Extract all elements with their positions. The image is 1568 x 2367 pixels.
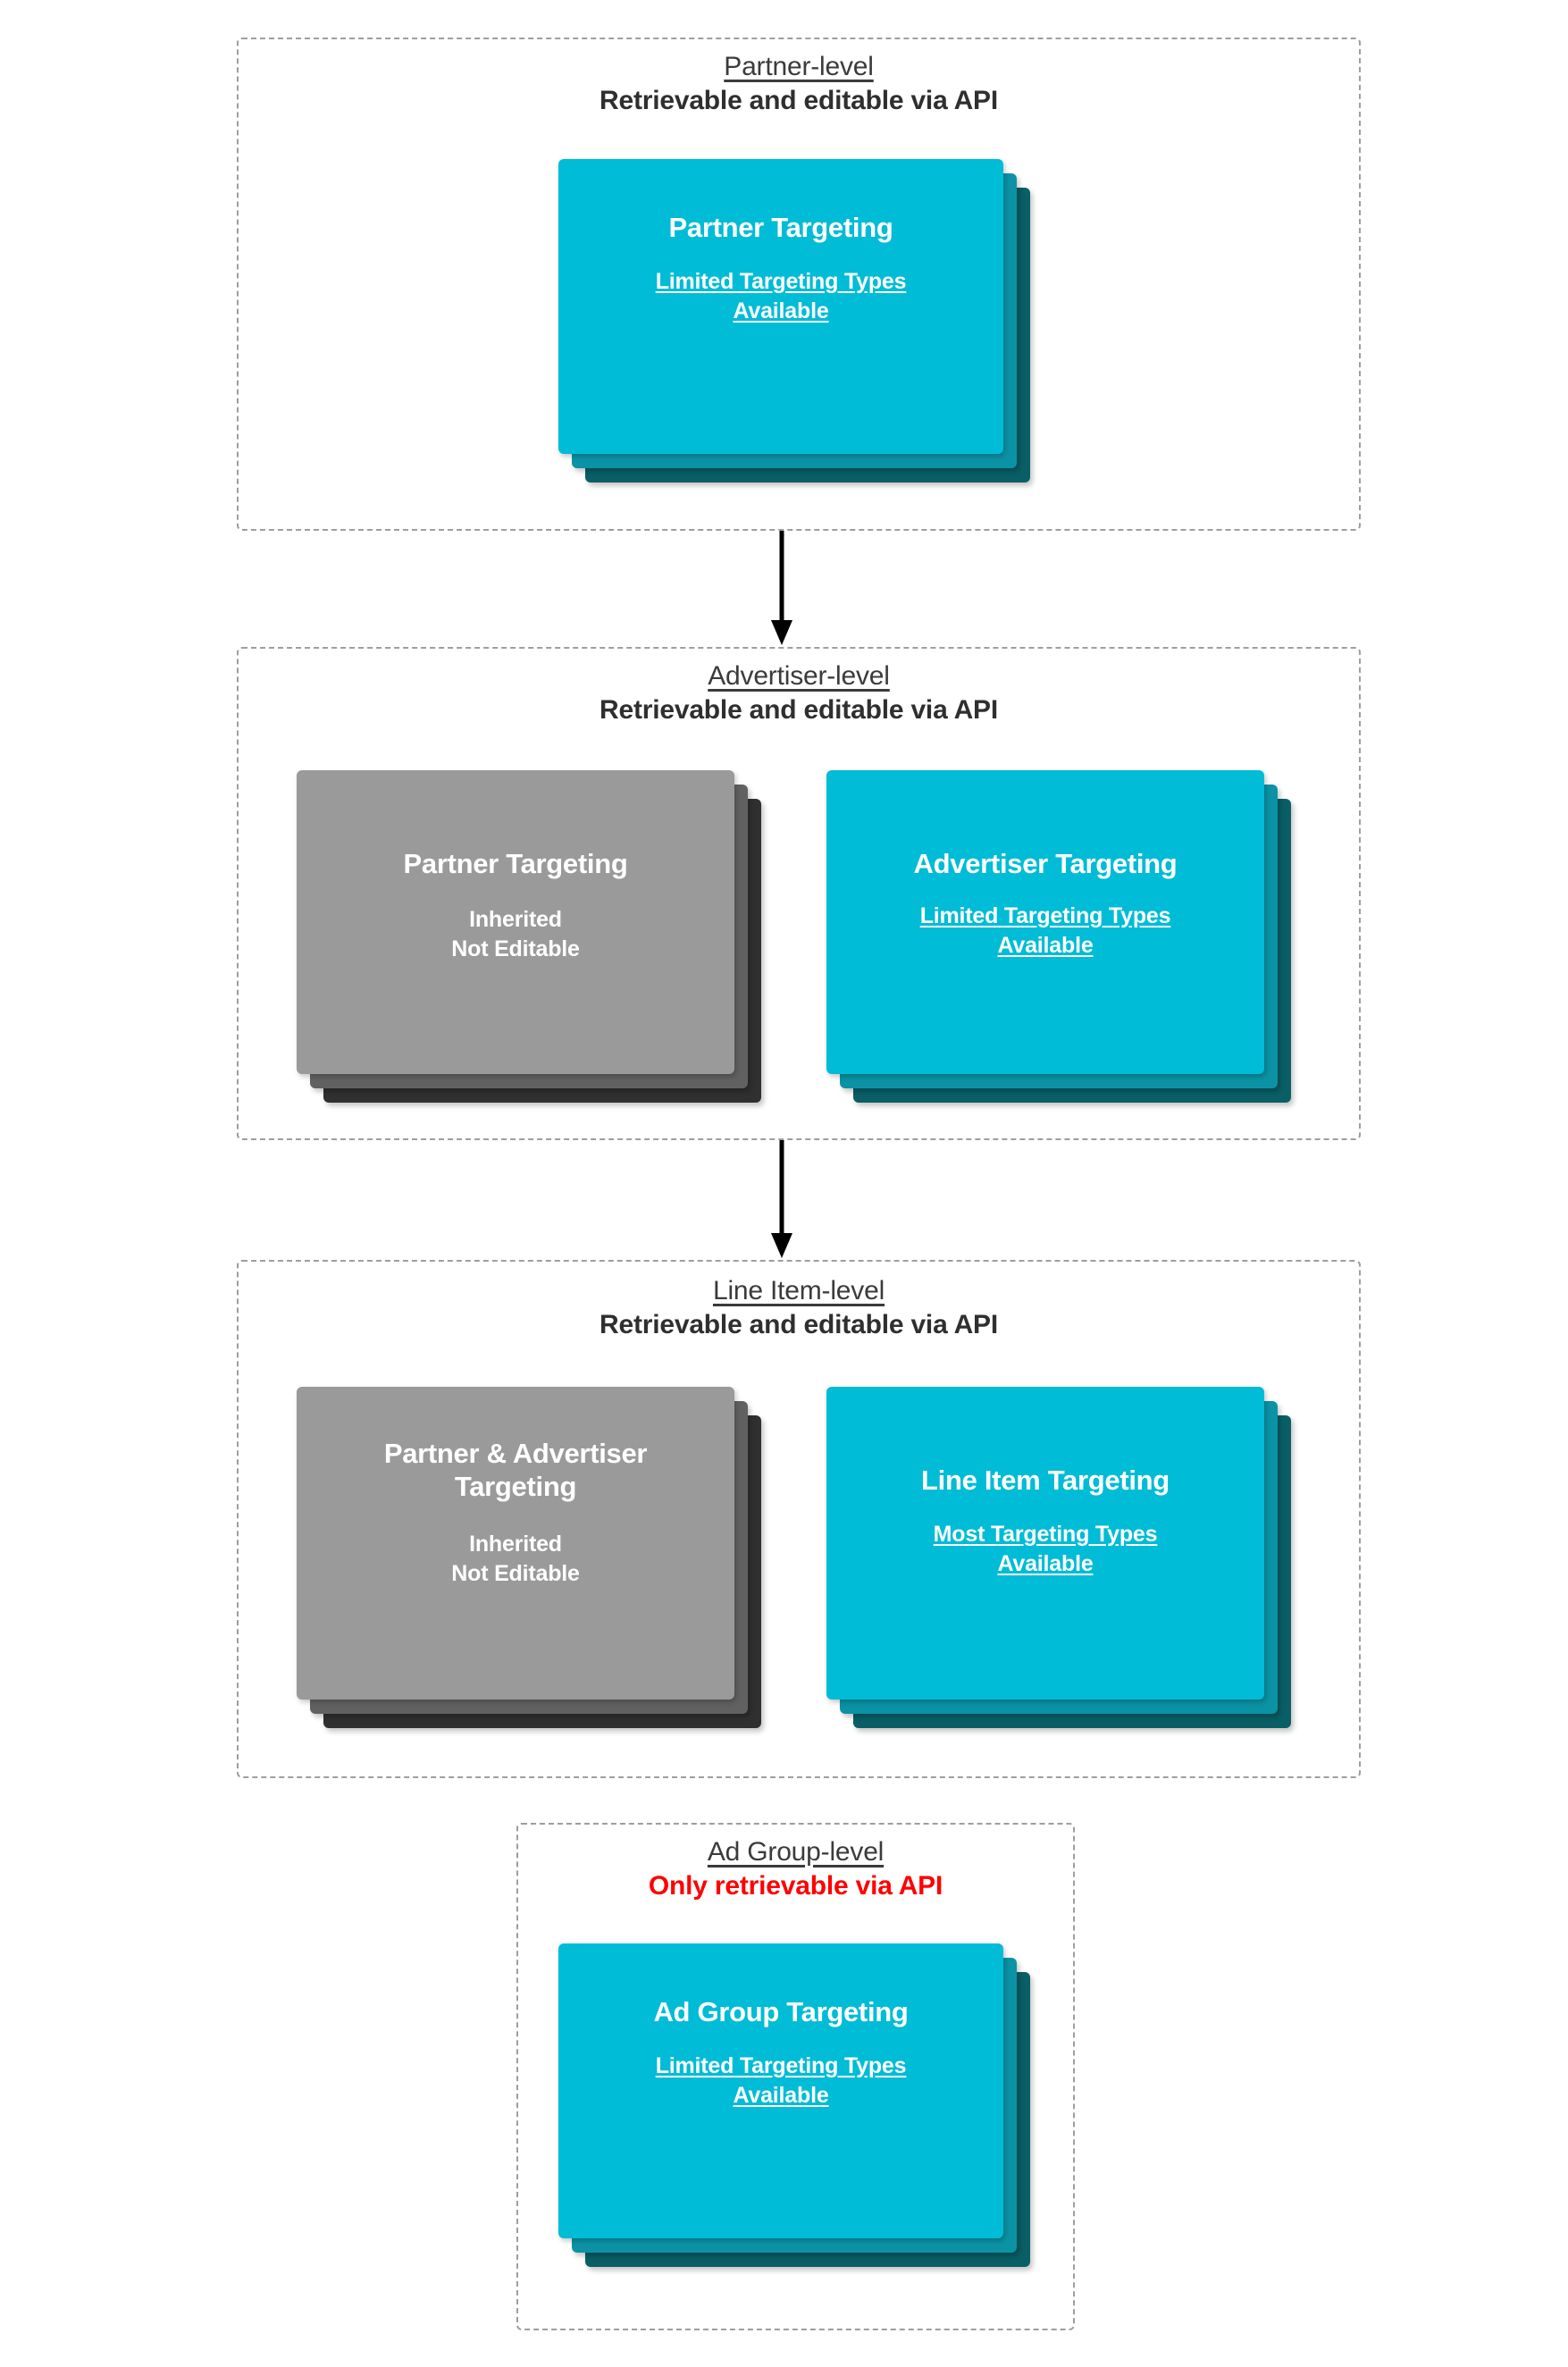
card-ad-group-targeting[interactable]: Ad Group Targeting Limited Targeting Typ… <box>558 1943 1003 2238</box>
card-title: Partner Targeting <box>403 848 628 879</box>
card-subtitle-line-1: Limited Targeting Types <box>655 269 907 295</box>
card-subtitle-line-2: Not Editable <box>451 1561 580 1587</box>
card-subtitle-line-2: Available <box>997 1551 1094 1577</box>
card-title: Advertiser Targeting <box>913 848 1178 879</box>
level-container-partner <box>237 38 1361 531</box>
card-subtitle-line-1: Inherited <box>469 907 562 933</box>
card-subtitle-line-2: Available <box>997 933 1094 959</box>
card-title: Partner Targeting <box>668 212 893 243</box>
card-stack-inherited-partner-advertiser: Partner & Advertiser Targeting Inherited… <box>297 1387 761 1753</box>
arrow-partner-to-advertiser <box>771 531 792 645</box>
level-container-ad-group <box>516 1823 1075 2330</box>
card-subtitle-line-1: Limited Targeting Types <box>919 903 1171 929</box>
card-subtitle-line-2: Available <box>733 2083 829 2109</box>
level-container-line-item <box>237 1260 1361 1778</box>
card-title: Line Item Targeting <box>921 1465 1170 1496</box>
card-subtitle-line-2: Available <box>733 298 829 324</box>
card-stack-ad-group-targeting: Ad Group Targeting Limited Targeting Typ… <box>558 1943 1041 2292</box>
level-container-advertiser <box>237 647 1361 1140</box>
card-partner-targeting[interactable]: Partner Targeting Limited Targeting Type… <box>558 159 1003 454</box>
card-inherited-partner-advertiser-targeting[interactable]: Partner & Advertiser Targeting Inherited… <box>297 1387 734 1700</box>
card-advertiser-targeting[interactable]: Advertiser Targeting Limited Targeting T… <box>826 770 1264 1074</box>
card-line-item-targeting[interactable]: Line Item Targeting Most Targeting Types… <box>826 1387 1264 1700</box>
card-stack-advertiser-targeting: Advertiser Targeting Limited Targeting T… <box>826 770 1291 1128</box>
card-subtitle-line-1: Inherited <box>469 1532 562 1557</box>
card-title: Ad Group Targeting <box>653 1996 909 2027</box>
arrow-advertiser-to-line-item <box>771 1140 792 1258</box>
card-subtitle-line-1: Limited Targeting Types <box>655 2053 907 2079</box>
card-title: Partner & Advertiser Targeting <box>383 1438 648 1503</box>
card-stack-partner-targeting: Partner Targeting Limited Targeting Type… <box>558 159 1041 499</box>
card-subtitle-line-2: Not Editable <box>451 936 580 962</box>
card-stack-line-item-targeting: Line Item Targeting Most Targeting Types… <box>826 1387 1291 1753</box>
card-subtitle-line-1: Most Targeting Types <box>933 1522 1158 1548</box>
card-inherited-partner-targeting[interactable]: Partner Targeting Inherited Not Editable <box>297 770 734 1074</box>
card-stack-inherited-partner: Partner Targeting Inherited Not Editable <box>297 770 761 1128</box>
